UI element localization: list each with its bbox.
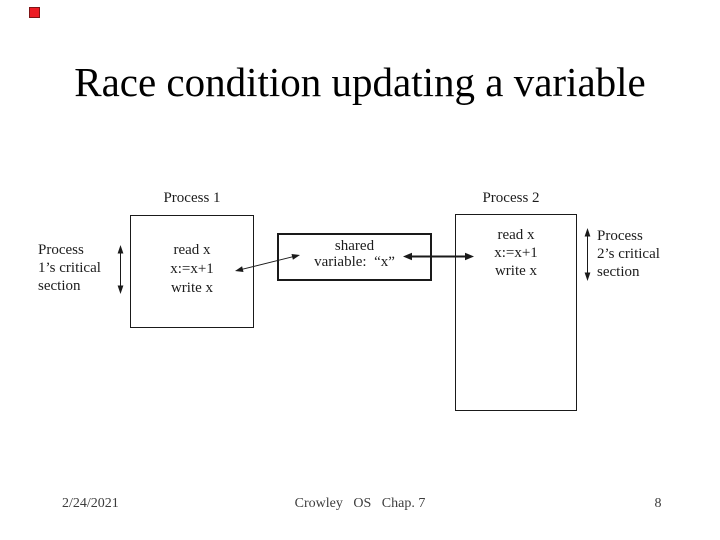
process2-critical-line3: section — [597, 264, 640, 280]
process1-critical-line1: Process — [38, 242, 84, 258]
process1-step-read: read x — [173, 242, 211, 258]
process1-critical-line2: 1’s critical — [38, 260, 101, 276]
process1-label: Process 1 — [163, 190, 221, 206]
process2-step-read: read x — [497, 227, 535, 243]
process2-steps: read x x:=x+1 write x — [456, 215, 576, 280]
footer-date: 2/24/2021 — [62, 496, 119, 511]
process2-critical-line1: Process — [597, 228, 643, 244]
process2-label: Process 2 — [482, 190, 540, 206]
process2-critical-line2: 2’s critical — [597, 246, 660, 262]
process2-box: read x x:=x+1 write x — [455, 214, 577, 411]
process2-step-increment: x:=x+1 — [494, 245, 538, 261]
process1-box: read x x:=x+1 write x — [130, 215, 254, 328]
process1-step-increment: x:=x+1 — [170, 261, 214, 277]
process1-critical-section-label: Process 1’s critical section — [38, 241, 101, 295]
process1-step-write: write x — [170, 280, 214, 296]
shared-variable-line2: variable: “x” — [314, 254, 395, 270]
process1-critical-line3: section — [38, 278, 81, 294]
process1-steps: read x x:=x+1 write x — [131, 216, 253, 298]
process2-step-write: write x — [494, 263, 538, 279]
shared-variable-box: shared variable: “x” — [277, 233, 432, 281]
critical-span-arrow-right-icon — [584, 228, 591, 281]
shared-variable-line1: shared — [334, 238, 375, 254]
process2-critical-section-label: Process 2’s critical section — [597, 227, 660, 281]
corner-marker-square — [29, 7, 40, 18]
footer-page-number: 8 — [654, 496, 662, 511]
critical-span-arrow-left-icon — [117, 245, 124, 294]
slide-title: Race condition updating a variable — [74, 59, 646, 105]
footer-course-label: Crowley OS Chap. 7 — [294, 496, 426, 511]
